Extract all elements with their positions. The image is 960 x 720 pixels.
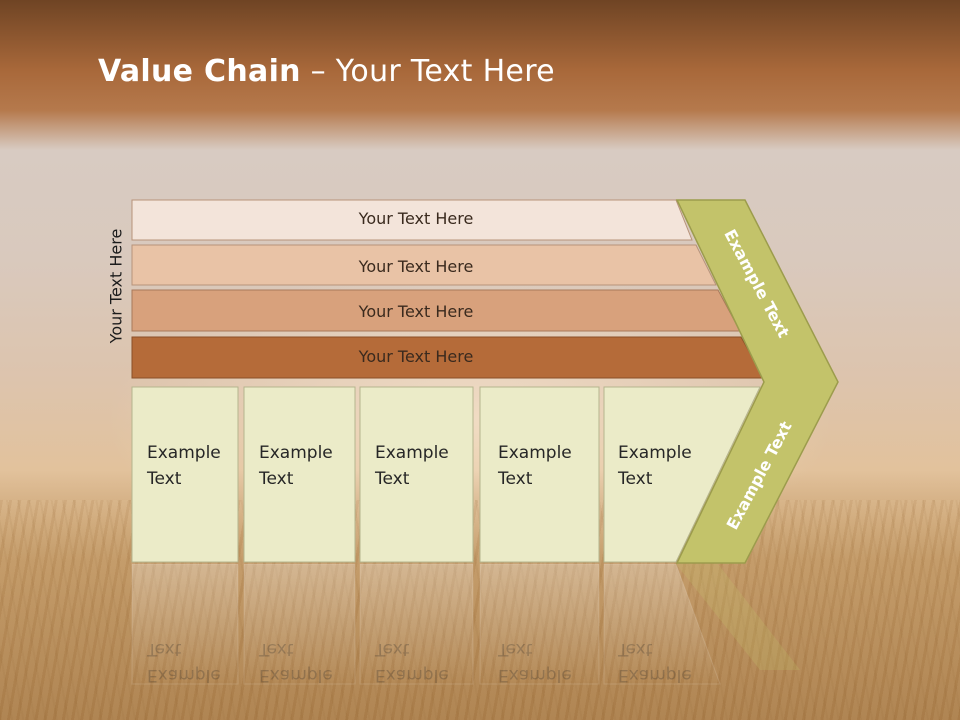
title-rest: – Your Text Here	[300, 54, 555, 89]
activity-box-5[interactable]	[603, 386, 761, 563]
activity-box-3-line2: Text	[375, 469, 410, 489]
margin-chevron-arrow[interactable]	[675, 199, 839, 564]
reflection-text-3-line1: Example	[375, 665, 449, 685]
reflection-box-2	[243, 563, 356, 685]
reflection-text-3-line2: Text	[374, 639, 410, 659]
reflection-text-5-line1: Example	[618, 665, 692, 685]
reflection-arrow	[676, 564, 800, 670]
activity-box-3[interactable]	[359, 386, 474, 563]
activity-box-4-line1: Example	[498, 443, 572, 463]
reflection-box-4	[479, 563, 600, 685]
reflection-text-1-line2: Text	[146, 639, 182, 659]
activity-box-1[interactable]	[131, 386, 239, 563]
reflection-box-1	[131, 563, 239, 685]
title-bold: Value Chain	[98, 54, 301, 89]
support-bar-3-label: Your Text Here	[358, 302, 474, 321]
support-bar-1[interactable]	[131, 199, 693, 241]
reflection-text-4-line1: Example	[498, 665, 572, 685]
activity-box-1-line2: Text	[147, 469, 182, 489]
activity-box-3-text: Example Text	[375, 440, 449, 492]
reflection-texts: Example Text Example Text Example Text E…	[146, 639, 692, 685]
activity-box-2-text: Example Text	[259, 440, 333, 492]
reflection-text-4-line2: Text	[497, 639, 533, 659]
activity-box-5-text: Example Text	[618, 440, 692, 492]
activity-box-3-line1: Example	[375, 443, 449, 463]
reflection-text-2-line2: Text	[258, 639, 294, 659]
activity-box-2-line1: Example	[259, 443, 333, 463]
activity-box-2[interactable]	[243, 386, 356, 563]
reflection-text-1-line1: Example	[147, 665, 221, 685]
support-bar-2[interactable]	[131, 244, 717, 286]
activity-box-1-text: Example Text	[147, 440, 221, 492]
activity-box-4-text: Example Text	[498, 440, 572, 492]
activity-box-1-line1: Example	[147, 443, 221, 463]
support-bar-1-label: Your Text Here	[358, 209, 474, 228]
activity-box-4-line2: Text	[498, 469, 533, 489]
reflection-text-5-line2: Text	[617, 639, 653, 659]
support-bar-4-label: Your Text Here	[358, 347, 474, 366]
reflection-box-5	[603, 563, 721, 685]
activity-box-5-line1: Example	[618, 443, 692, 463]
reflection-text-2-line1: Example	[259, 665, 333, 685]
reflection: Example Text Example Text Example Text E…	[131, 563, 800, 685]
activity-box-2-line2: Text	[259, 469, 294, 489]
slide-title[interactable]: Value Chain – Your Text Here	[98, 54, 555, 89]
activity-box-4[interactable]	[479, 386, 600, 563]
reflection-box-3	[359, 563, 474, 685]
activity-box-5-line2: Text	[618, 469, 653, 489]
support-bar-2-label: Your Text Here	[358, 257, 474, 276]
